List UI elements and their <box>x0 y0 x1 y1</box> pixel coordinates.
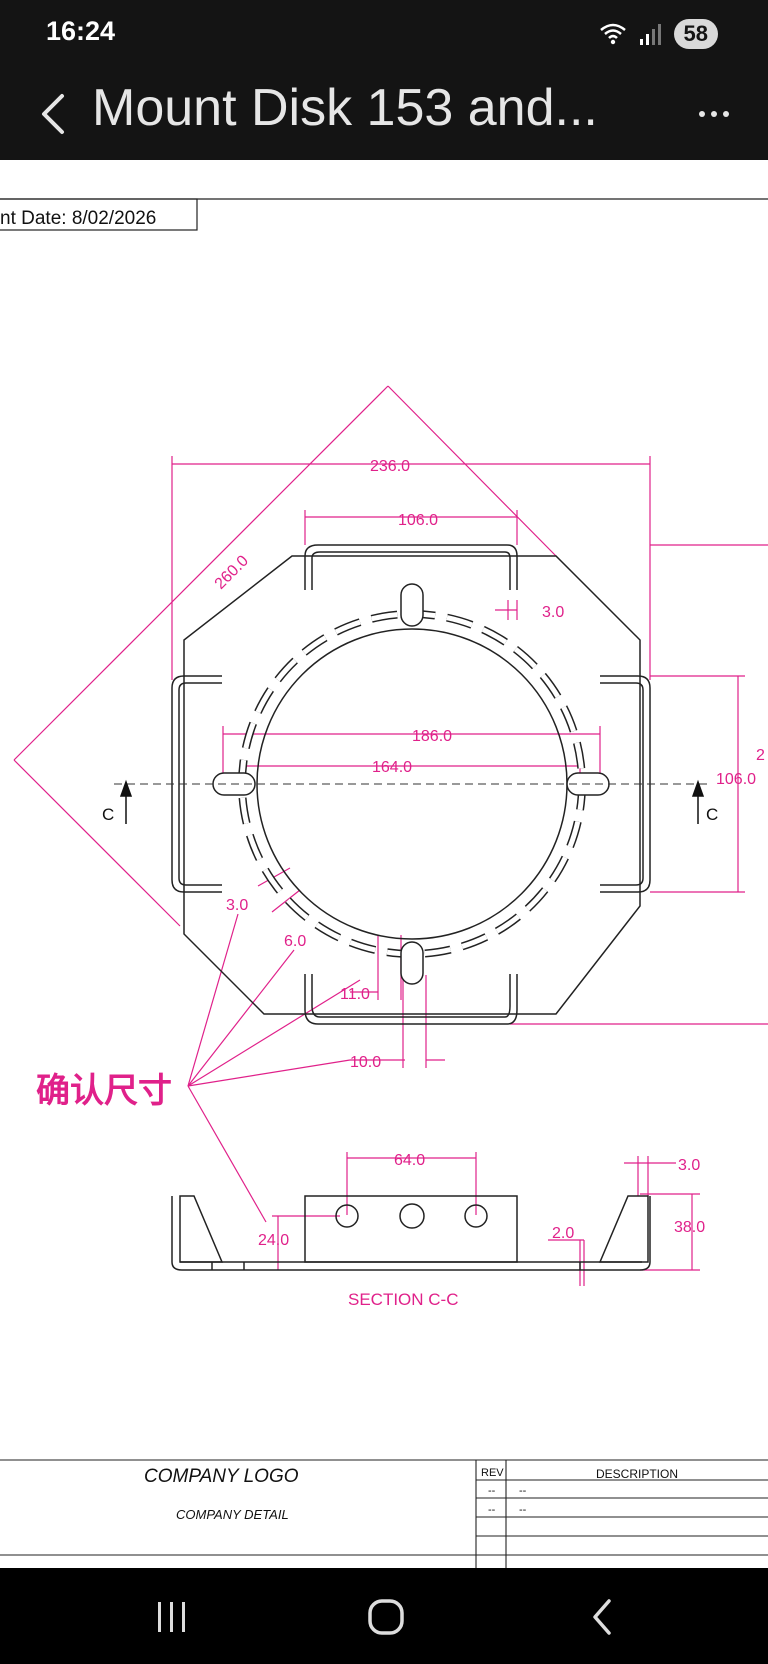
title-block <box>0 1459 768 1568</box>
company-detail: COMPANY DETAIL <box>176 1507 289 1522</box>
back-icon <box>593 1599 611 1635</box>
section-view <box>171 1195 651 1271</box>
dim-diagonal: 260.0 <box>212 552 252 592</box>
dim-tab-width: 10.0 <box>350 1054 381 1071</box>
rev-row-1: -- <box>488 1485 496 1497</box>
dim-inner-diameter: 164.0 <box>372 759 412 776</box>
dim-total-height: 38.0 <box>674 1219 705 1236</box>
dim-slot-width: 11.0 <box>340 986 370 1003</box>
desc-row-2: -- <box>519 1504 527 1516</box>
company-logo: COMPANY LOGO <box>144 1466 299 1487</box>
section-label: SECTION C-C <box>348 1290 459 1309</box>
dim-overall-width: 236.0 <box>370 458 410 475</box>
dim-base-thickness: 2.0 <box>552 1225 574 1242</box>
recent-apps-button[interactable] <box>140 1592 204 1642</box>
mount-plate <box>171 544 651 1025</box>
confirm-dimensions-note: 确认尺寸 <box>36 1072 172 1110</box>
wifi-icon <box>599 23 626 45</box>
desc-row-1: -- <box>519 1485 527 1497</box>
more-options-button[interactable] <box>690 92 738 136</box>
dim-side-height: 106.0 <box>716 771 756 788</box>
dim-wall: 3.0 <box>678 1157 700 1174</box>
back-arrow-icon <box>42 94 64 134</box>
battery-icon: 58 <box>673 19 718 49</box>
more-options-icon <box>699 111 705 117</box>
print-date: nt Date: 8/02/2026 <box>0 208 156 229</box>
print-date-box <box>0 198 198 231</box>
rev-header: REV <box>481 1467 504 1479</box>
status-time: 16:24 <box>46 16 116 46</box>
section-marker-left: C <box>102 805 114 824</box>
rev-row-2: -- <box>488 1504 496 1516</box>
dim-hole-height: 24.0 <box>258 1232 289 1249</box>
technical-drawing: nt Date: 8/02/2026 <box>0 198 768 1568</box>
dim-slot-spacing: 106.0 <box>398 512 438 529</box>
back-button[interactable] <box>28 86 78 142</box>
dim-slot-length: 6.0 <box>284 933 306 950</box>
section-marker-right: C <box>706 805 718 824</box>
nav-back-button[interactable] <box>570 1592 634 1642</box>
document-title: Mount Disk 153 and... <box>92 79 598 137</box>
dim-hole-span: 186.0 <box>412 728 452 745</box>
dim-slot-gap: 3.0 <box>226 897 248 914</box>
status-icons: 58 <box>598 16 718 52</box>
app-bar: Mount Disk 153 and... <box>0 68 768 160</box>
dim-side-height-cut: 2 <box>756 747 765 764</box>
dim-hole-spacing: 64.0 <box>394 1152 425 1169</box>
recent-apps-icon <box>158 1602 185 1632</box>
dim-tab-thickness: 3.0 <box>542 604 564 621</box>
description-header: DESCRIPTION <box>596 1467 678 1481</box>
signal-icon <box>639 24 661 45</box>
document-viewer[interactable]: nt Date: 8/02/2026 <box>0 160 768 1568</box>
system-nav-bar <box>0 1568 768 1664</box>
home-icon <box>368 1599 404 1635</box>
status-bar: 16:24 58 <box>0 0 768 68</box>
home-button[interactable] <box>354 1592 418 1642</box>
